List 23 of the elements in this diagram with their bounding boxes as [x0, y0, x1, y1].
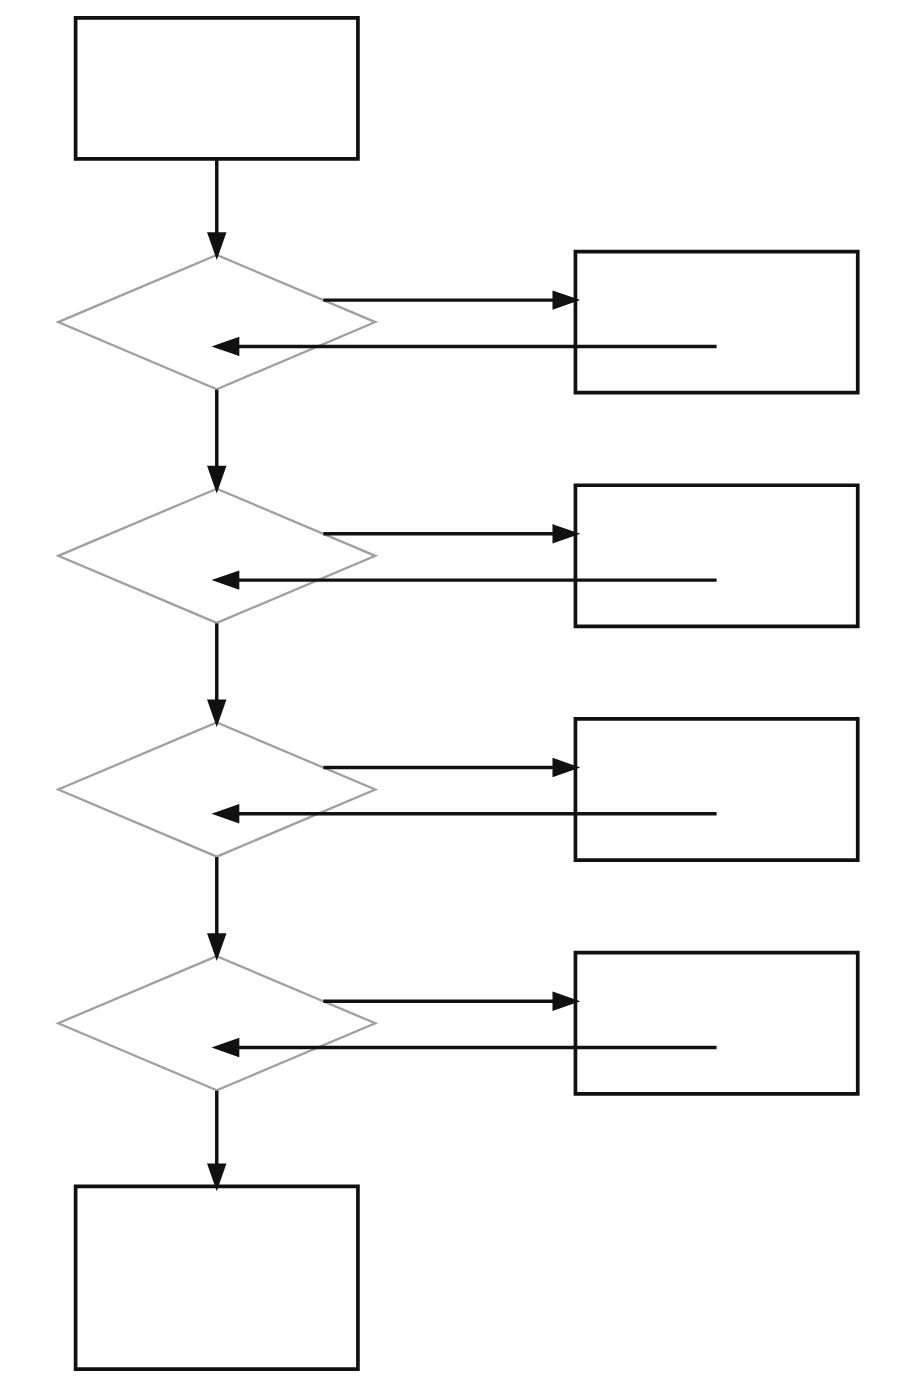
arrow [211, 336, 717, 357]
node-diamond [55, 954, 379, 1092]
arrow [211, 804, 717, 824]
arrow [323, 757, 581, 778]
arrow [207, 159, 227, 261]
node-diamond [55, 253, 379, 391]
arrow [323, 991, 581, 1011]
arrow [211, 1037, 717, 1058]
node-box [73, 15, 360, 161]
arrow [211, 570, 717, 590]
arrow [323, 524, 581, 544]
arrow [207, 1090, 227, 1192]
arrow [207, 623, 227, 728]
node-box [573, 249, 860, 395]
node-box [73, 1184, 360, 1372]
arrow [323, 290, 581, 310]
arrow [207, 389, 227, 494]
node-diamond [55, 721, 379, 858]
node-box [573, 717, 860, 862]
node-box [573, 483, 860, 629]
node-box [573, 950, 860, 1096]
arrow [207, 857, 227, 962]
node-diamond [55, 487, 379, 625]
